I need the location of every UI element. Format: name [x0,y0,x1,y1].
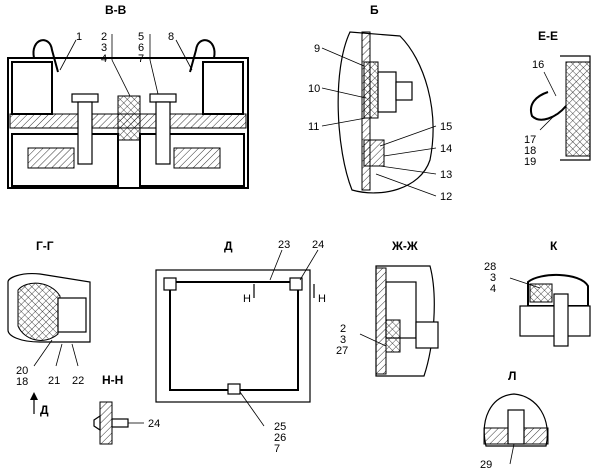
d-bottom-clip [227,383,241,395]
vv-nut-right [173,147,221,169]
vv-label-4: 4 [101,53,107,65]
zhzh-label-27: 27 [336,345,348,357]
gg-label-22: 22 [72,375,84,387]
d-corner-tl [163,277,177,291]
zhzh-label-2: 2 [340,323,346,335]
d-label-25: 25 [274,421,286,433]
gg-label-18: 18 [16,376,28,388]
b-label-12: 12 [440,191,452,203]
vv-label-3: 3 [101,42,107,54]
zhzh-wall [375,267,387,375]
gg-label-21: 21 [48,375,60,387]
view-gg: Г-Г 20 18 21 22 Д [7,239,91,417]
vv-clip-right [189,39,216,73]
view-l: Л 29 [480,369,549,471]
vv-label-2: 2 [101,31,107,43]
b-label-15: 15 [440,121,452,133]
d-label-7: 7 [274,443,280,455]
vv-bolt-head-right [149,93,177,103]
d-outer-frame [155,269,311,403]
vv-label-5: 5 [138,31,144,43]
ee-label-19: 19 [524,156,536,168]
vv-label-6: 6 [138,42,144,54]
view-k: К 28 3 4 [484,239,591,347]
gg-profile [7,273,91,343]
k-cap [527,273,589,307]
vv-right-upper-box [202,61,244,115]
view-vv-title: В-В [105,3,127,17]
view-d: Д Н Н 23 24 25 26 7 [155,239,326,455]
b-lower-clamp [363,139,385,167]
vv-label-8: 8 [168,31,174,43]
ee-label-18: 18 [524,145,536,157]
b-bracket [377,71,397,113]
b-label-9: 9 [314,43,320,55]
gg-seal [17,282,61,341]
nn-screw-head [93,414,101,432]
zhzh-nut [415,321,439,349]
vv-label-1: 1 [76,31,82,43]
view-l-title: Л [508,369,516,383]
b-bolt-end [395,81,413,101]
d-label-24: 24 [312,239,324,251]
view-k-title: К [550,239,558,253]
nn-label-24: 24 [148,418,160,430]
view-vv: В-В 1 2 3 4 5 6 7 8 [7,3,249,189]
vv-nut-left [27,147,75,169]
b-label-11: 11 [308,121,319,133]
nn-plate [99,401,113,445]
b-label-10: 10 [308,83,320,95]
vv-left-upper-box [11,61,53,115]
ee-label-16: 16 [532,59,544,71]
vv-bolt-shank-right [155,101,171,165]
gg-glass [57,297,87,333]
ee-label-17: 17 [524,134,536,146]
view-nn-title: Н-Н [102,373,123,387]
view-ee-title: Е-Е [538,29,558,43]
zhzh-insert [385,319,401,353]
d-label-26: 26 [274,432,286,444]
vv-bolt-head-left [71,93,99,103]
vv-right-lower-box [139,133,245,187]
gg-arrow-label: Д [40,403,49,417]
d-label-23: 23 [278,239,290,251]
view-zhzh-title: Ж-Ж [391,239,418,253]
view-nn: Н-Н 24 [93,373,160,445]
l-label-29: 29 [480,459,492,471]
b-insert [363,61,379,119]
d-inner-frame [169,281,299,391]
ee-panel [565,61,591,157]
k-insert [529,283,553,303]
view-zhzh: Ж-Ж 2 3 27 [336,239,439,377]
d-mark-h1: Н [243,293,251,305]
vv-clip-left [32,39,59,73]
vv-center-insert [117,95,141,141]
view-d-title: Д [224,239,233,253]
k-label-3: 3 [490,272,496,284]
zhzh-label-3: 3 [340,334,346,346]
view-gg-title: Г-Г [36,239,54,253]
k-label-28: 28 [484,261,496,273]
vv-bolt-shank-left [77,101,93,165]
view-b: Б 9 10 11 15 14 13 12 [308,3,452,203]
b-label-14: 14 [440,143,452,155]
vv-label-7: 7 [138,53,144,65]
vv-left-lower-box [11,133,119,187]
k-label-4: 4 [490,283,496,295]
view-ee: Е-Е 16 17 18 19 [524,29,591,168]
ee-clip [530,91,567,121]
d-corner-tr [289,277,303,291]
nn-screw-body [111,418,129,428]
k-bolt [553,293,569,347]
view-b-title: Б [370,3,379,17]
b-label-13: 13 [440,169,452,181]
vv-outer-frame [7,57,249,189]
gg-label-20: 20 [16,365,28,377]
l-bolt [507,409,525,445]
b-break-outline [337,31,434,194]
d-mark-h2: Н [318,293,326,305]
